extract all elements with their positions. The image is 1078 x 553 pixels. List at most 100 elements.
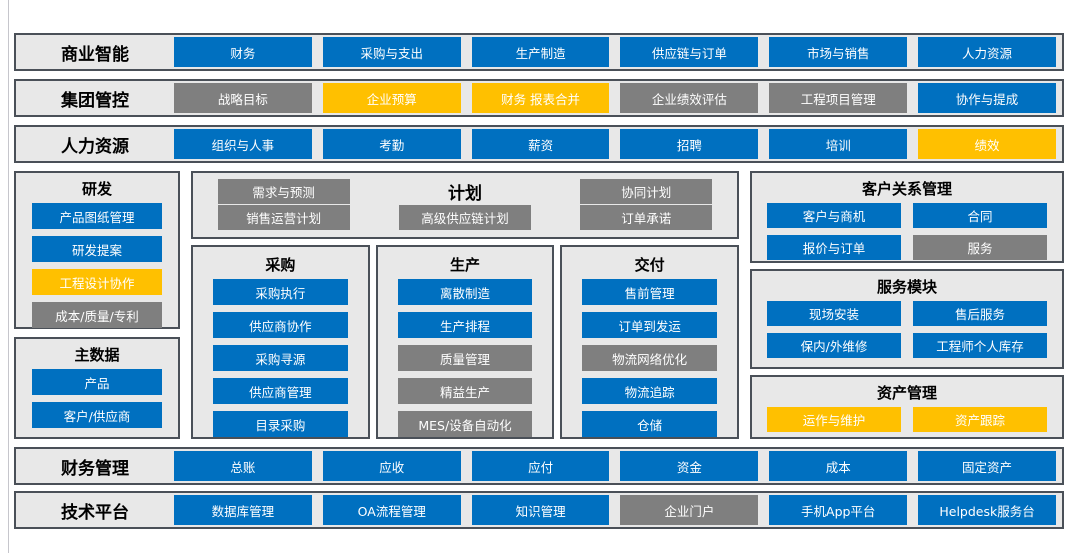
module-button[interactable]: 售后服务 bbox=[913, 301, 1047, 326]
module-button[interactable]: 工程师个人库存 bbox=[913, 333, 1047, 358]
band-tech-platform: 技术平台 数据库管理 OA流程管理 知识管理 企业门户 手机App平台 Help… bbox=[14, 491, 1064, 529]
module-button[interactable]: 财务 报表合并 bbox=[471, 83, 610, 113]
module-button[interactable]: 培训 bbox=[769, 129, 908, 159]
module-button[interactable]: 客户/供应商 bbox=[32, 402, 162, 428]
module-button[interactable]: 成本/质量/专利 bbox=[32, 302, 162, 328]
module-button[interactable]: 手机App平台 bbox=[769, 495, 908, 525]
module-button[interactable]: 成本 bbox=[769, 451, 908, 481]
module-button[interactable]: 生产制造 bbox=[471, 37, 610, 67]
box-title: 生产 bbox=[450, 256, 481, 274]
box-title: 服务模块 bbox=[876, 278, 937, 296]
module-button[interactable]: 服务 bbox=[913, 235, 1047, 260]
module-button[interactable]: 组织与人事 bbox=[174, 129, 312, 159]
box-procurement: 采购 采购执行 供应商协作 采购寻源 供应商管理 目录采购 bbox=[191, 245, 370, 439]
slide-edge-line bbox=[8, 0, 9, 553]
box-title: 采购 bbox=[265, 256, 296, 274]
band-buttons: 战略目标 企业预算 财务 报表合并 企业绩效评估 工程项目管理 协作与提成 bbox=[174, 83, 1056, 113]
box-title: 研发 bbox=[81, 180, 112, 198]
button-grid: 客户与商机 合同 报价与订单 服务 bbox=[752, 203, 1062, 260]
module-button[interactable]: 人力资源 bbox=[918, 37, 1056, 67]
module-button[interactable]: 固定资产 bbox=[918, 451, 1056, 481]
module-button[interactable]: 研发提案 bbox=[32, 236, 162, 262]
module-button[interactable]: 绩效 bbox=[918, 129, 1056, 159]
button-grid: 运作与维护 资产跟踪 bbox=[752, 407, 1062, 432]
module-button[interactable]: 运作与维护 bbox=[767, 407, 901, 432]
module-button[interactable]: 财务 bbox=[174, 37, 312, 67]
module-button[interactable]: 企业预算 bbox=[322, 83, 461, 113]
module-button[interactable]: 离散制造 bbox=[397, 279, 533, 305]
module-button[interactable]: 产品 bbox=[32, 369, 162, 395]
module-button[interactable]: 合同 bbox=[913, 203, 1047, 228]
module-button[interactable]: 考勤 bbox=[322, 129, 461, 159]
center-column: 需求与预测 计划 协同计划 销售运营计划 高级供应链计划 订单承诺 采购 采购执… bbox=[191, 171, 740, 439]
box-crm: 客户关系管理 客户与商机 合同 报价与订单 服务 bbox=[750, 171, 1064, 263]
band-title: 技术平台 bbox=[61, 502, 129, 523]
module-button[interactable]: 质量管理 bbox=[397, 345, 533, 371]
module-button[interactable]: 产品图纸管理 bbox=[32, 203, 162, 229]
module-button[interactable]: 需求与预测 bbox=[217, 178, 350, 204]
band-title: 商业智能 bbox=[61, 44, 129, 65]
module-button[interactable]: 工程项目管理 bbox=[769, 83, 908, 113]
band-finance-management: 财务管理 总账 应收 应付 资金 成本 固定资产 bbox=[14, 447, 1064, 485]
box-master-data: 主数据 产品 客户/供应商 bbox=[14, 337, 180, 439]
module-button[interactable]: 客户与商机 bbox=[767, 203, 901, 228]
box-plan: 需求与预测 计划 协同计划 销售运营计划 高级供应链计划 订单承诺 bbox=[191, 171, 739, 239]
band-buttons: 数据库管理 OA流程管理 知识管理 企业门户 手机App平台 Helpdesk服… bbox=[174, 495, 1056, 525]
module-button[interactable]: 高级供应链计划 bbox=[398, 205, 531, 231]
band-group-control: 集团管控 战略目标 企业预算 财务 报表合并 企业绩效评估 工程项目管理 协作与… bbox=[14, 79, 1064, 117]
module-button[interactable]: 供应商管理 bbox=[213, 378, 348, 404]
module-button[interactable]: 物流网络优化 bbox=[582, 345, 718, 371]
module-button[interactable]: 采购寻源 bbox=[213, 345, 348, 371]
module-button[interactable]: 企业绩效评估 bbox=[620, 83, 759, 113]
module-button[interactable]: 目录采购 bbox=[213, 411, 348, 437]
module-button[interactable]: 精益生产 bbox=[397, 378, 533, 404]
module-button[interactable]: 售前管理 bbox=[582, 279, 718, 305]
module-button[interactable]: 资产跟踪 bbox=[913, 407, 1047, 432]
module-button[interactable]: Helpdesk服务台 bbox=[918, 495, 1056, 525]
module-button[interactable]: 协作与提成 bbox=[918, 83, 1056, 113]
module-button[interactable]: 报价与订单 bbox=[767, 235, 901, 260]
middle-section: 研发 产品图纸管理 研发提案 工程设计协作 成本/质量/专利 主数据 产品 客户… bbox=[14, 171, 1064, 439]
module-button[interactable]: 现场安装 bbox=[767, 301, 901, 326]
module-button[interactable]: 生产排程 bbox=[397, 312, 533, 338]
box-rnd: 研发 产品图纸管理 研发提案 工程设计协作 成本/质量/专利 bbox=[14, 171, 180, 329]
module-button[interactable]: MES/设备自动化 bbox=[397, 411, 533, 437]
module-button[interactable]: 应收 bbox=[322, 451, 461, 481]
module-button[interactable]: 仓储 bbox=[582, 411, 718, 437]
band-title: 集团管控 bbox=[61, 90, 129, 111]
module-button[interactable]: 总账 bbox=[174, 451, 312, 481]
right-column: 客户关系管理 客户与商机 合同 报价与订单 服务 服务模块 现场安装 售后服务 … bbox=[750, 171, 1064, 439]
module-button[interactable]: 应付 bbox=[471, 451, 610, 481]
module-button[interactable]: 供应链与订单 bbox=[620, 37, 759, 67]
module-button[interactable]: 招聘 bbox=[620, 129, 759, 159]
module-button[interactable]: 物流追踪 bbox=[582, 378, 718, 404]
module-button[interactable]: 薪资 bbox=[471, 129, 610, 159]
module-button[interactable]: 战略目标 bbox=[174, 83, 312, 113]
module-button[interactable]: 销售运营计划 bbox=[217, 205, 350, 231]
left-column: 研发 产品图纸管理 研发提案 工程设计协作 成本/质量/专利 主数据 产品 客户… bbox=[14, 171, 180, 439]
module-button[interactable]: 数据库管理 bbox=[174, 495, 312, 525]
box-title: 资产管理 bbox=[876, 384, 937, 402]
module-button[interactable]: 采购执行 bbox=[213, 279, 348, 305]
box-title: 计划 bbox=[447, 183, 482, 204]
module-button[interactable]: 保内/外维修 bbox=[767, 333, 901, 358]
button-stack: 离散制造 生产排程 质量管理 精益生产 MES/设备自动化 bbox=[378, 279, 553, 437]
box-delivery: 交付 售前管理 订单到发运 物流网络优化 物流追踪 仓储 bbox=[560, 245, 740, 439]
band-buttons: 总账 应收 应付 资金 成本 固定资产 bbox=[174, 451, 1056, 481]
band-business-intelligence: 商业智能 财务 采购与支出 生产制造 供应链与订单 市场与销售 人力资源 bbox=[14, 33, 1064, 71]
module-button[interactable]: 订单承诺 bbox=[580, 205, 713, 231]
module-button[interactable]: 资金 bbox=[620, 451, 759, 481]
module-button[interactable]: 订单到发运 bbox=[582, 312, 718, 338]
band-buttons: 财务 采购与支出 生产制造 供应链与订单 市场与销售 人力资源 bbox=[174, 37, 1056, 67]
module-button[interactable]: 知识管理 bbox=[471, 495, 610, 525]
module-button[interactable]: 工程设计协作 bbox=[32, 269, 162, 295]
module-button[interactable]: OA流程管理 bbox=[322, 495, 461, 525]
module-button[interactable]: 采购与支出 bbox=[322, 37, 461, 67]
box-title: 主数据 bbox=[74, 346, 120, 364]
module-button[interactable]: 协同计划 bbox=[580, 178, 713, 204]
module-button[interactable]: 市场与销售 bbox=[769, 37, 908, 67]
button-grid: 现场安装 售后服务 保内/外维修 工程师个人库存 bbox=[752, 301, 1062, 358]
module-button[interactable]: 供应商协作 bbox=[213, 312, 348, 338]
module-button[interactable]: 企业门户 bbox=[620, 495, 759, 525]
